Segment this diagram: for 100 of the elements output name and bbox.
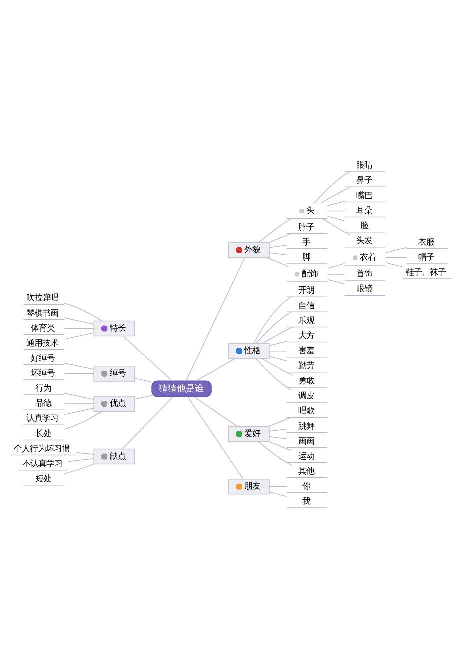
node-text: 通用技术 [26, 337, 59, 348]
node-text: 大方 [298, 330, 315, 340]
connector [320, 186, 352, 204]
connector [327, 216, 346, 221]
node-text: 跳舞 [298, 420, 315, 430]
connector [385, 262, 404, 267]
node-text: 眼睛 [356, 160, 373, 170]
node-text: 勇敢 [298, 375, 315, 386]
connector [76, 452, 94, 454]
node-box: 外貌 [228, 242, 270, 258]
connector [134, 394, 152, 400]
node-text: 其他 [298, 465, 315, 476]
connector [253, 296, 292, 344]
connector [256, 311, 292, 344]
node-text: 鼻子 [356, 174, 373, 185]
connector [64, 392, 94, 400]
node-text: 唱歌 [298, 405, 315, 416]
connector [269, 486, 288, 487]
connector [327, 210, 346, 212]
node-text: 不认真学习 [22, 458, 62, 468]
node-text: 头发 [356, 234, 373, 245]
connector [262, 358, 294, 376]
connector [269, 491, 288, 497]
connector [64, 407, 94, 415]
node-box: 优点 [94, 396, 136, 412]
connector [269, 356, 288, 362]
node-text: 害羞 [298, 344, 315, 355]
connector [268, 440, 292, 450]
node-text: 你 [302, 480, 311, 491]
node-text: 坏绰号 [31, 368, 56, 378]
node-box: 缺点 [94, 448, 136, 464]
node-box: 性格 [228, 342, 270, 359]
connector [64, 463, 94, 474]
node-text: 勤劳 [298, 360, 315, 370]
connector [64, 373, 94, 374]
node-text: 品德 [35, 398, 52, 408]
connector [385, 246, 408, 253]
node-label: 衣着 [360, 252, 376, 262]
node-text: 耳朵 [356, 204, 373, 215]
node-text: 乐观 [298, 314, 315, 325]
node-box: 绰号 [94, 366, 136, 382]
node-box: 特长 [94, 320, 136, 336]
connector [64, 332, 94, 340]
node-text: 行为 [35, 382, 52, 393]
node-text: 调皮 [298, 390, 315, 400]
connector [64, 328, 94, 329]
node-text: 运动 [298, 450, 315, 460]
connector [322, 218, 352, 236]
node-box: 爱好 [228, 426, 270, 442]
node-box: 朋友 [228, 478, 270, 494]
node-text: 鞋子、袜子 [406, 266, 446, 277]
node-text: 自信 [298, 300, 315, 310]
node-label: 配饰 [302, 268, 318, 278]
node-text: 琴棋书画 [26, 307, 59, 318]
connector [269, 244, 288, 248]
connector [186, 257, 246, 381]
connector [258, 218, 292, 243]
connector [385, 257, 408, 258]
connector [134, 378, 152, 382]
node-text: 手 [302, 236, 311, 246]
connector [194, 396, 238, 426]
node-text: 个人行为坏习惯 [14, 442, 70, 453]
connector [269, 350, 288, 352]
node-text: 衣服 [418, 236, 435, 246]
node-text: 帽子 [418, 252, 435, 262]
connector [267, 257, 290, 267]
connector [64, 302, 102, 321]
connector [196, 358, 236, 381]
node-text: 开朗 [298, 284, 315, 295]
connector [327, 200, 346, 206]
node-box: 猜猜他是谁 [152, 380, 212, 397]
connector [269, 252, 288, 256]
connector [314, 171, 350, 204]
node-text: 脚 [302, 252, 311, 262]
connector [268, 416, 292, 426]
node-text: 眼镜 [356, 283, 373, 294]
node-text: 画画 [298, 435, 315, 446]
connector [64, 362, 94, 370]
connector [262, 326, 294, 344]
node-text: 好绰号 [31, 352, 56, 362]
connector [64, 410, 102, 430]
node-text: 长处 [35, 428, 52, 438]
connector [327, 262, 346, 269]
node-text: 吹拉弹唱 [26, 292, 59, 302]
connector [256, 358, 292, 390]
connector [327, 278, 346, 284]
node-text: 认真学习 [26, 412, 59, 423]
connector [269, 436, 288, 439]
connector [64, 317, 94, 324]
node-text: 短处 [35, 472, 52, 483]
node-text: 首饰 [356, 268, 373, 278]
node-text: 脖子 [298, 221, 315, 232]
node-text: 脸 [360, 220, 369, 230]
connector [64, 403, 94, 404]
connector [123, 335, 173, 381]
connector [268, 233, 292, 243]
node-text: 嘴巴 [356, 190, 373, 200]
connector [269, 340, 288, 346]
connector [188, 396, 244, 480]
node-text: 我 [302, 496, 311, 506]
